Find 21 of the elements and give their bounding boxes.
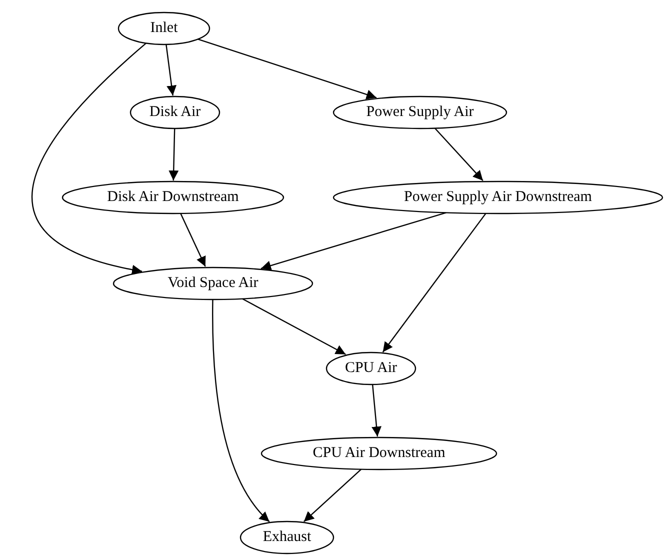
arrow xyxy=(434,128,484,181)
arrow xyxy=(372,384,382,437)
node-label: Disk Air Downstream xyxy=(107,188,239,206)
arrow xyxy=(32,42,146,274)
arrow xyxy=(212,300,270,522)
arrow xyxy=(168,128,179,181)
arrow xyxy=(180,213,206,267)
node-label: CPU Air Downstream xyxy=(312,444,446,462)
arrow xyxy=(303,468,362,522)
arrow xyxy=(166,44,176,96)
node-label: Power Supply Air Downstream xyxy=(404,188,592,206)
node-label: Void Space Air xyxy=(168,274,258,292)
node-label: Exhaust xyxy=(262,528,312,546)
arrow xyxy=(198,38,377,100)
node-label: Disk Air xyxy=(149,104,201,120)
node-label: CPU Air xyxy=(344,360,398,376)
arrow xyxy=(382,213,486,352)
node-label: Inlet xyxy=(150,20,178,36)
arrow xyxy=(260,212,446,270)
node-label: Power Supply Air xyxy=(366,104,474,120)
arrow xyxy=(242,298,346,355)
